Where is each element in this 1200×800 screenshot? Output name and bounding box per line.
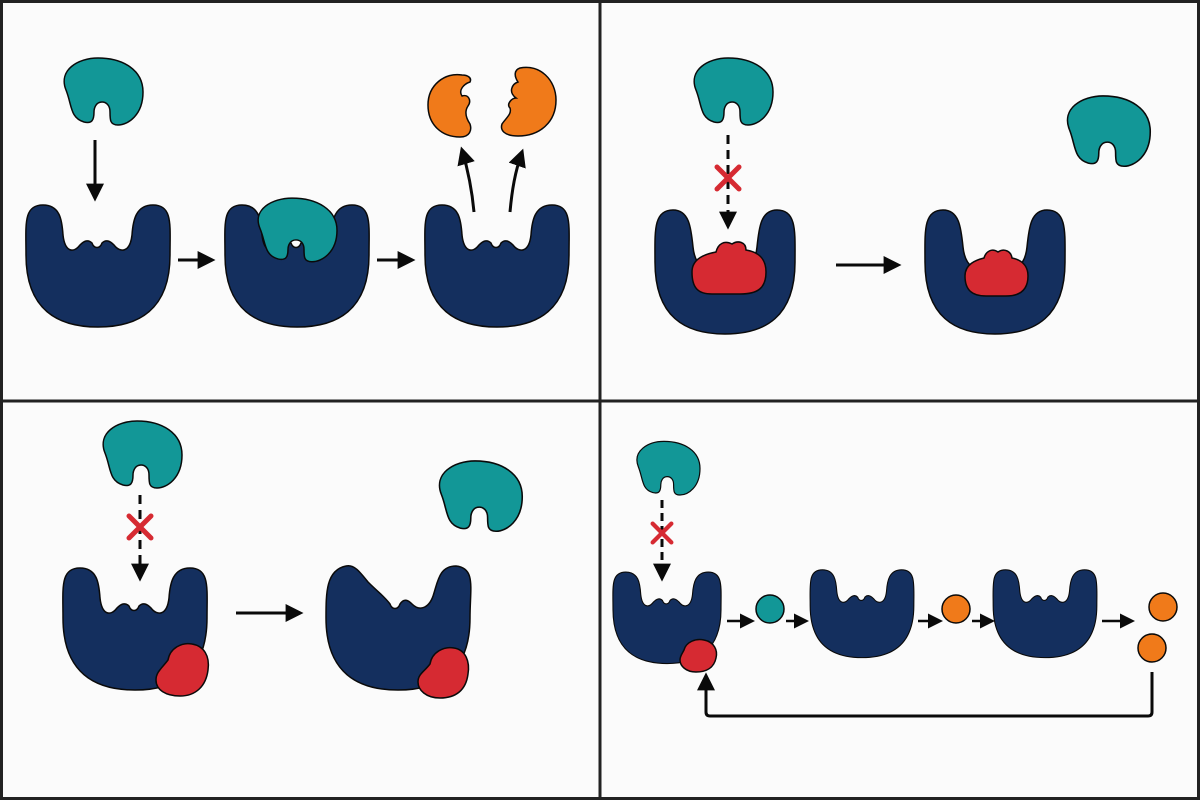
feedback-loop-arrow [697,672,1154,718]
intermediate-molecule [941,594,971,624]
panel-feedback-inhibition-pathway [612,440,1178,718]
end-product-molecule [1148,592,1178,622]
allosteric-inhibitor [155,642,210,697]
competitive-inhibitor [964,249,1029,297]
end-product-inhibitor [679,638,718,673]
panel-allosteric-inhibition [62,420,524,699]
product-fragment-left [427,73,472,138]
product-fragment-right [500,66,557,137]
release-arrow-right [508,148,526,213]
intermediate-molecule [755,594,785,624]
panel-substrate-binding-and-catalysis [25,57,570,328]
competitive-inhibitor [691,241,767,295]
end-product-molecule [1137,633,1167,663]
release-arrow-left [457,146,476,213]
panel-competitive-inhibition [654,57,1152,335]
allosteric-inhibitor [417,646,470,699]
